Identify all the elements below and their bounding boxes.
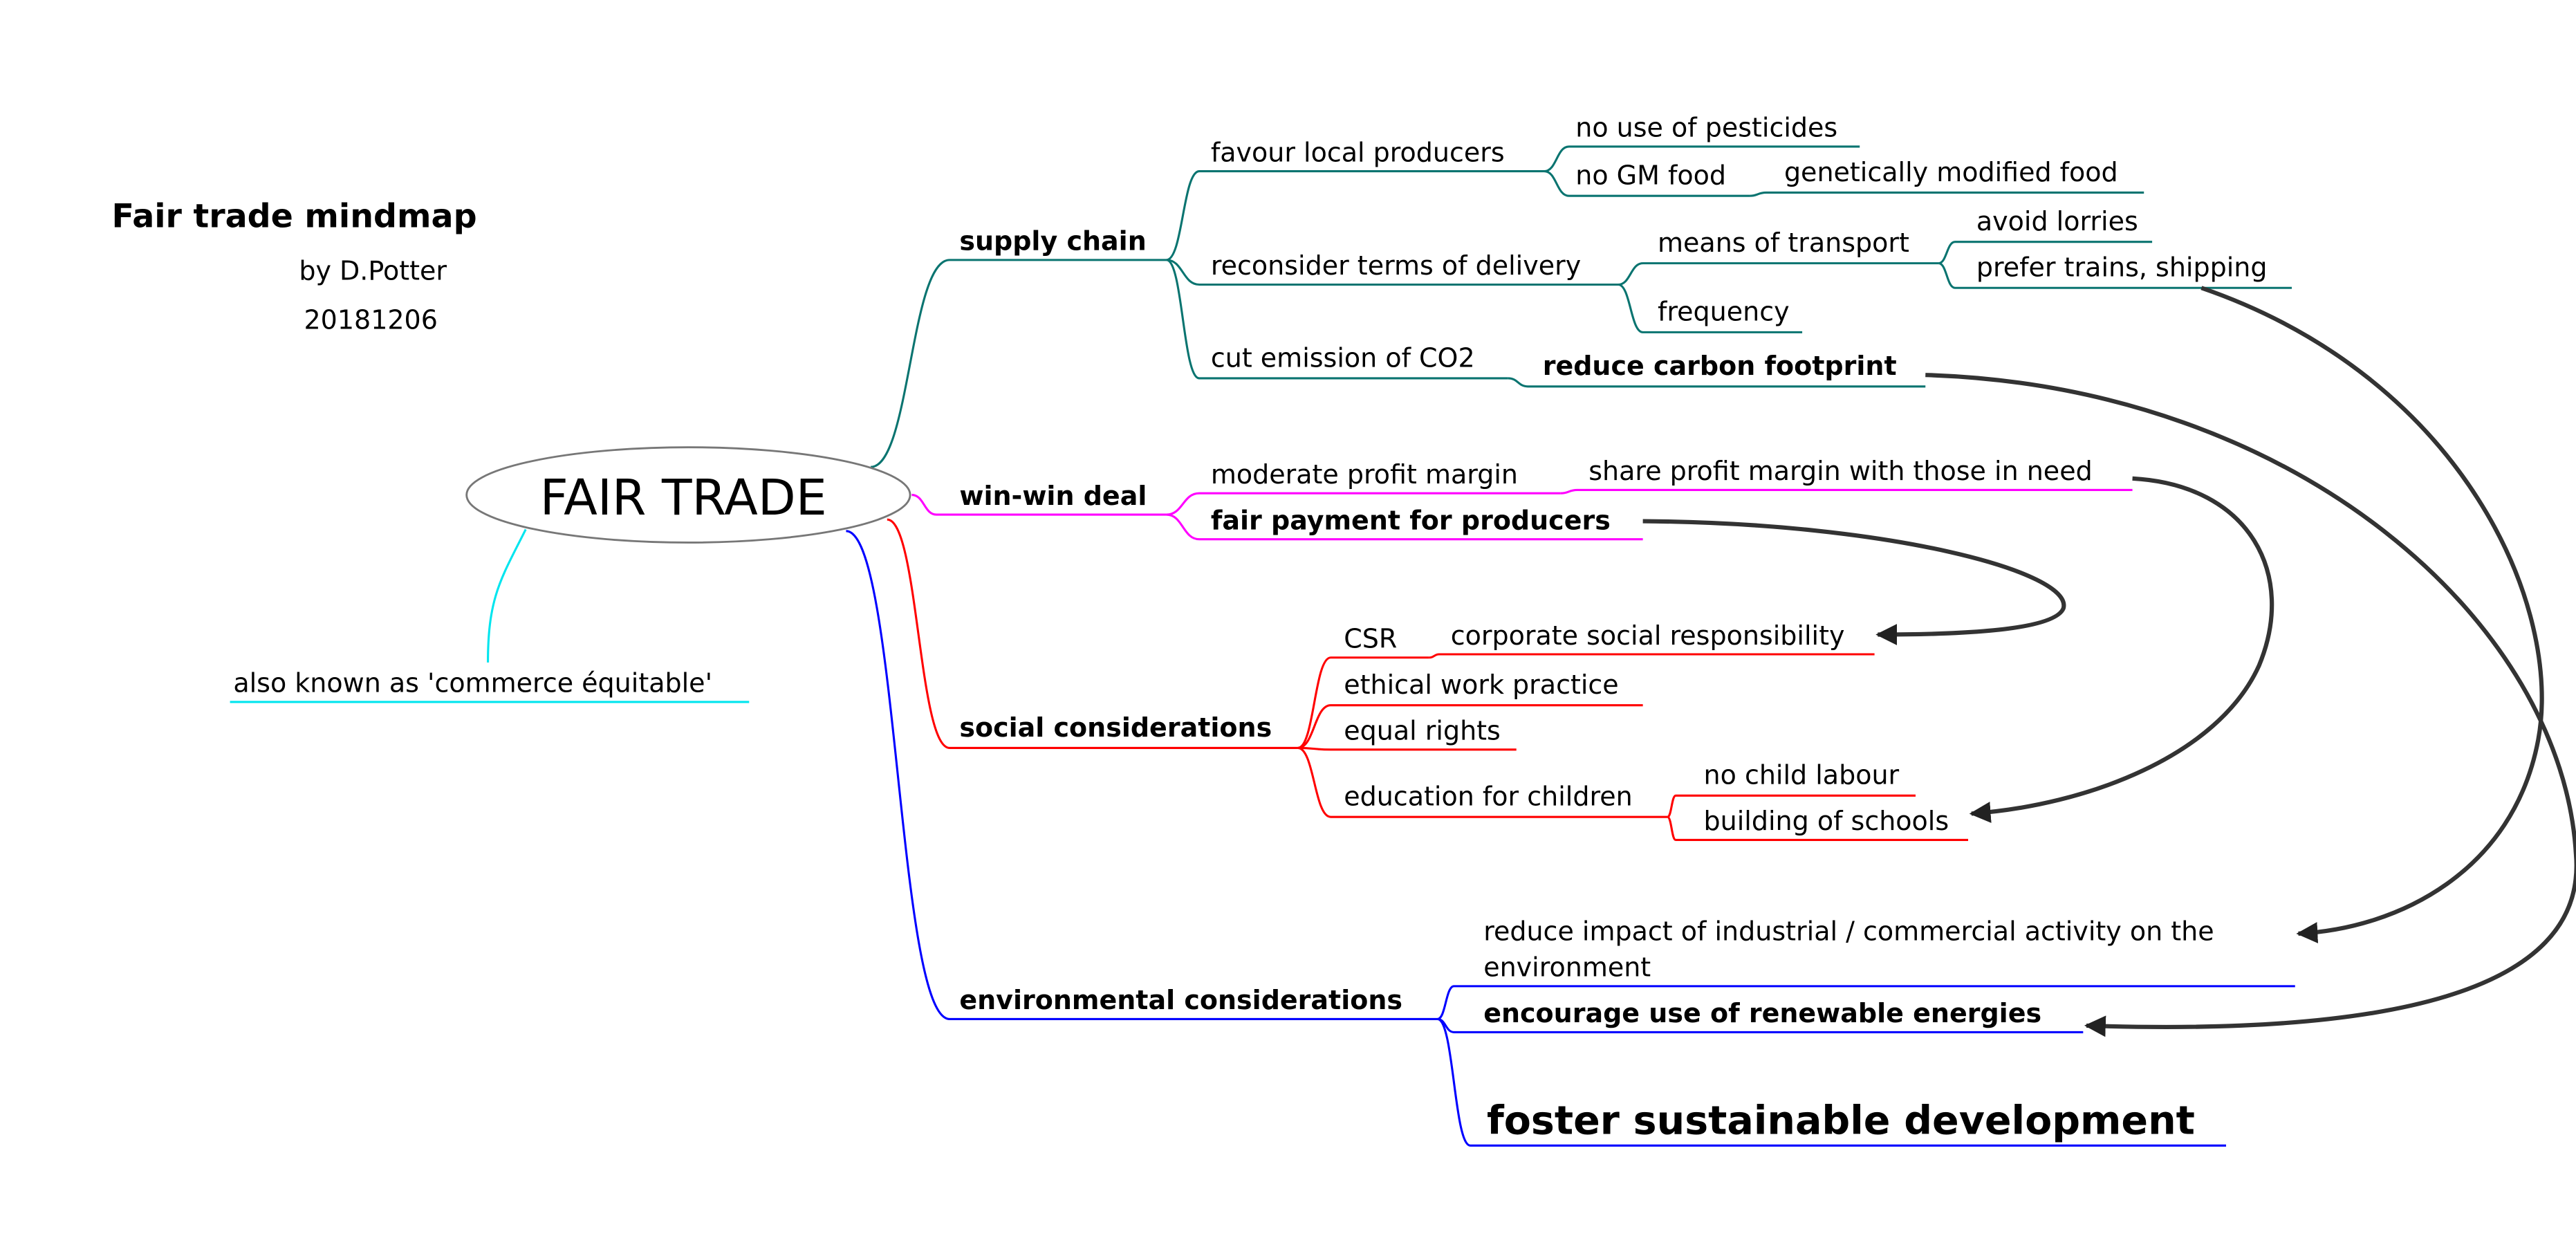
map-date: 20181206: [304, 305, 437, 335]
edge-connector: [1618, 283, 1803, 333]
edges: [230, 145, 2295, 1147]
node-gm-detail[interactable]: genetically modified food: [1784, 157, 2118, 187]
node-no-pesticides[interactable]: no use of pesticides: [1575, 113, 1837, 143]
edge-connector: [1166, 259, 1619, 286]
edge-connector: [1166, 170, 1545, 261]
node-child-labour[interactable]: no child labour: [1704, 760, 1900, 791]
arrow-trains-to-impact[interactable]: [2200, 286, 2544, 943]
node-supply-chain[interactable]: supply chain: [959, 226, 1146, 257]
node-favour-local[interactable]: favour local producers: [1211, 137, 1505, 167]
edge-connector: [1544, 145, 1860, 173]
node-share-margin[interactable]: share profit margin with those in need: [1588, 456, 2092, 486]
edge-connector: [887, 518, 1298, 749]
edge-connector: [1560, 488, 2133, 495]
edge-connector: [487, 528, 527, 663]
alias-node[interactable]: also known as 'commerce équitable': [233, 668, 712, 699]
edge-connector: [1166, 492, 1561, 516]
map-author: by D.Potter: [299, 255, 447, 286]
node-ethical[interactable]: ethical work practice: [1344, 669, 1618, 700]
node-frequency[interactable]: frequency: [1658, 297, 1790, 327]
node-equal-rights[interactable]: equal rights: [1344, 716, 1501, 746]
node-trains[interactable]: prefer trains, shipping: [1976, 252, 2268, 283]
node-transport[interactable]: means of transport: [1658, 228, 1909, 258]
edge-connector: [1297, 656, 1429, 749]
node-win-win[interactable]: win-win deal: [959, 481, 1147, 511]
node-impact-line2[interactable]: environment: [1483, 952, 1651, 983]
node-sustainable[interactable]: foster sustainable development: [1487, 1098, 2195, 1144]
central-node[interactable]: FAIR TRADE: [465, 446, 911, 544]
edge-connector: [1166, 259, 1508, 380]
edge-connector: [1429, 653, 1875, 659]
arrow-footprint-to-renewable[interactable]: [1925, 373, 2576, 1037]
node-education[interactable]: education for children: [1344, 782, 1632, 812]
node-no-gm[interactable]: no GM food: [1575, 160, 1726, 191]
edge-connector: [1297, 704, 1643, 749]
node-lorries[interactable]: avoid lorries: [1976, 206, 2138, 237]
edge-connector: [1667, 815, 1969, 842]
edge-connector: [1544, 170, 1750, 197]
node-fair-payment[interactable]: fair payment for producers: [1211, 505, 1611, 535]
edge-connector: [911, 494, 1167, 516]
edge-connector: [1297, 746, 1517, 751]
edge-connector: [1938, 241, 2153, 265]
edge-connector: [1667, 794, 1916, 818]
node-impact-line1[interactable]: reduce impact of industrial / commercial…: [1483, 916, 2214, 946]
map-title: Fair trade mindmap: [112, 197, 477, 235]
edge-connector: [1618, 262, 1939, 286]
edge-connector: [1437, 985, 2295, 1020]
central-label: FAIR TRADE: [540, 469, 827, 526]
edge-connector: [1166, 513, 1643, 541]
node-renewable[interactable]: encourage use of renewable energies: [1483, 998, 2041, 1028]
edge-connector: [1437, 1017, 2226, 1147]
node-schools[interactable]: building of schools: [1704, 806, 1949, 836]
node-moderate-margin[interactable]: moderate profit margin: [1211, 459, 1518, 490]
node-delivery[interactable]: reconsider terms of delivery: [1211, 250, 1581, 281]
node-footprint[interactable]: reduce carbon footprint: [1543, 351, 1897, 381]
edge-connector: [846, 530, 1438, 1020]
arrow-payment-to-csr[interactable]: [1642, 519, 2066, 645]
node-csr-full[interactable]: corporate social responsibility: [1451, 620, 1845, 651]
arrow-share-to-schools[interactable]: [1969, 476, 2274, 823]
node-social[interactable]: social considerations: [959, 712, 1272, 743]
edge-connector: [1297, 746, 1668, 818]
node-environment[interactable]: environmental considerations: [959, 985, 1402, 1015]
edge-connector: [230, 701, 750, 703]
edge-connector: [1508, 377, 1926, 388]
edge-connector: [870, 259, 1167, 468]
node-csr[interactable]: CSR: [1344, 624, 1397, 654]
edge-connector: [1938, 262, 2292, 289]
node-co2[interactable]: cut emission of CO2: [1211, 342, 1475, 373]
edge-connector: [1750, 191, 2144, 197]
